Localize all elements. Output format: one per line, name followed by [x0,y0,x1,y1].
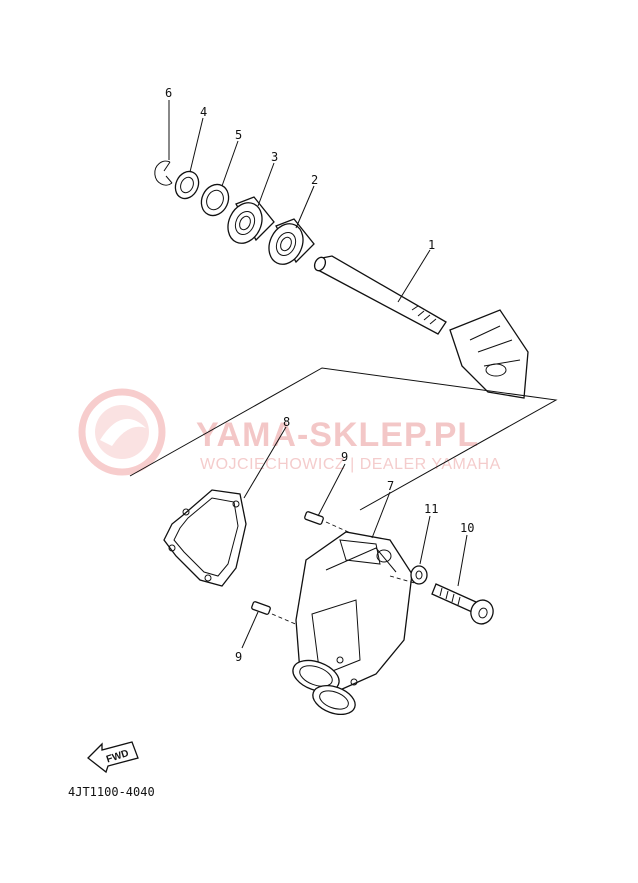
bearing-part-3 [227,196,275,244]
circlip-part-6 [154,160,173,186]
forward-arrow-icon: FWD [87,741,139,774]
bolt-part-10 [431,583,494,625]
callout-8: 8 [283,415,290,429]
watermark-title: YAMA-SKLEP.PL [196,416,479,454]
callout-11: 11 [424,502,438,516]
dowel-pin-part-9-lower [251,601,301,627]
gasket-part-8 [163,489,247,587]
callout-3: 3 [271,150,278,164]
watermark: YAMA-SKLEP.PL WOJCIECHOWICZ | DEALER YAM… [78,388,501,476]
diagram-code: 4JT1100-4040 [68,785,155,799]
callout-6: 6 [165,86,172,100]
callout-2: 2 [311,173,318,187]
callout-4: 4 [200,105,207,119]
callout-1: 1 [428,238,435,252]
callout-9-lower: 9 [235,650,242,664]
washer-part-4 [174,170,200,200]
washer-part-11 [410,565,428,585]
callout-7: 7 [387,479,394,493]
callout-5: 5 [235,128,242,142]
leader-lines [168,100,468,649]
impeller-shaft-part-1 [313,255,529,399]
callout-numbers: 6 4 5 3 2 1 8 9 7 11 10 9 [165,86,474,664]
pump-housing-part-7 [292,531,419,715]
dowel-pin-part-9-upper [304,511,356,536]
oil-seal-part-5 [200,183,230,217]
watermark-subtitle: WOJCIECHOWICZ | DEALER YAMAHA [200,456,501,473]
watermark-logo [78,388,166,476]
gasket-plane-outline [129,367,558,511]
bearing-part-2 [268,218,315,265]
callout-9-upper: 9 [341,450,348,464]
callout-10: 10 [460,521,474,535]
